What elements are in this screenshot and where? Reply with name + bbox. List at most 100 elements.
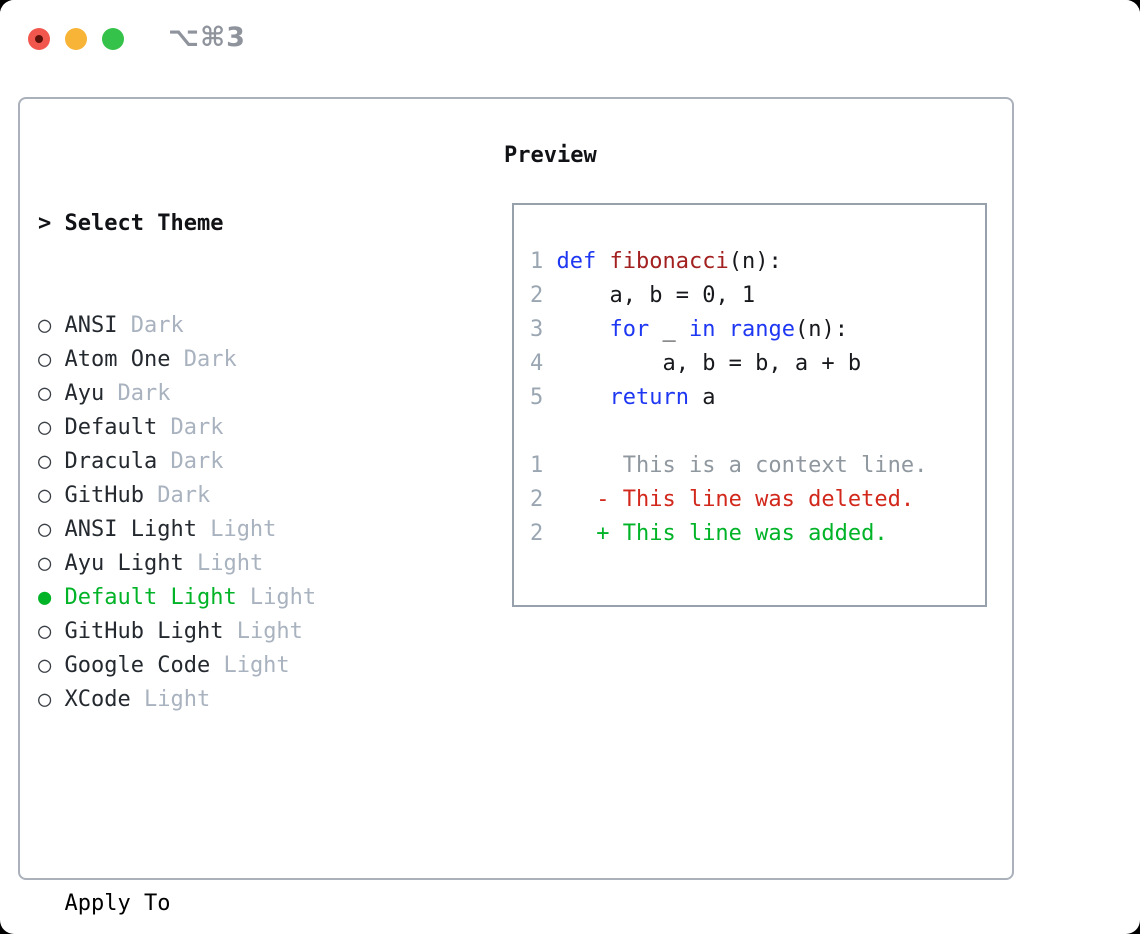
preview-code-line: 2 + This line was added. bbox=[530, 517, 927, 551]
code-segment-kw: for bbox=[609, 317, 650, 342]
theme-variant-tag: Dark bbox=[104, 381, 171, 406]
theme-name: Google Code bbox=[64, 653, 211, 678]
radio-unselected-icon: ○ bbox=[38, 619, 65, 644]
theme-variant-tag: Dark bbox=[157, 415, 224, 440]
theme-name: ANSI Light bbox=[64, 517, 197, 542]
theme-name: Ayu Light bbox=[64, 551, 184, 576]
apply-to-label: Apply To bbox=[64, 891, 171, 916]
code-segment-num: 2 bbox=[530, 283, 557, 308]
code-segment-plain: a bbox=[688, 385, 716, 410]
theme-name: GitHub bbox=[64, 483, 144, 508]
code-segment-plain: a, b = 0, 1 bbox=[556, 283, 756, 308]
preview-code-line: 5 return a bbox=[530, 381, 927, 415]
code-segment-plain bbox=[557, 385, 610, 410]
theme-option-default[interactable]: ○ Default Dark bbox=[38, 411, 409, 445]
code-segment-num: 3 bbox=[530, 317, 557, 342]
theme-name: XCode bbox=[64, 687, 131, 712]
theme-variant-tag: Light bbox=[223, 619, 303, 644]
radio-unselected-icon: ○ bbox=[38, 517, 65, 542]
theme-option-xcode[interactable]: ○ XCode Light bbox=[38, 683, 409, 717]
theme-variant-tag: Light bbox=[183, 551, 264, 576]
preview-code-line: 1 def fibonacci(n): bbox=[530, 245, 927, 279]
preview-code-line: 4 a, b = b, a + b bbox=[530, 347, 927, 381]
preview-code-line: 1 This is a context line. bbox=[530, 449, 927, 483]
theme-name: Default bbox=[64, 415, 158, 440]
code-segment-fn: fibonacci bbox=[609, 249, 729, 274]
focus-caret-icon: > bbox=[38, 211, 65, 236]
theme-name: Default Light bbox=[64, 585, 237, 610]
select-theme-header-label: Select Theme bbox=[64, 211, 224, 236]
theme-option-github-light[interactable]: ○ GitHub Light Light bbox=[38, 615, 409, 649]
code-segment-plain bbox=[715, 317, 728, 342]
preview-code-line: 2 a, b = 0, 1 bbox=[530, 279, 927, 313]
code-segment-del: - This line was deleted. bbox=[543, 487, 915, 512]
code-segment-plain: (n): bbox=[728, 249, 782, 274]
code-segment-kw: range bbox=[728, 317, 795, 342]
code-segment-plain bbox=[557, 317, 610, 342]
code-segment-num: 5 bbox=[530, 385, 557, 410]
theme-option-github[interactable]: ○ GitHub Dark bbox=[38, 479, 409, 513]
window-title-shortcut: ⌥⌘3 bbox=[168, 22, 246, 53]
radio-unselected-icon: ○ bbox=[38, 415, 65, 440]
theme-name: ANSI bbox=[64, 313, 118, 338]
code-segment-num: 4 bbox=[530, 351, 557, 376]
theme-option-ayu-light[interactable]: ○ Ayu Light Light bbox=[38, 547, 409, 581]
theme-variant-tag: Dark bbox=[170, 347, 237, 372]
code-segment-plain: _ bbox=[649, 317, 689, 342]
theme-name: Atom One bbox=[64, 347, 171, 372]
apply-to-header: Apply To bbox=[38, 887, 409, 921]
theme-option-default-light[interactable]: ● Default Light Light bbox=[38, 581, 409, 615]
code-segment-ctx: This is a context line. bbox=[543, 453, 928, 478]
close-button[interactable] bbox=[28, 28, 50, 50]
preview-code-line: 3 for _ in range(n): bbox=[530, 313, 927, 347]
theme-option-google-code[interactable]: ○ Google Code Light bbox=[38, 649, 409, 683]
code-segment-num: 2 bbox=[530, 487, 544, 512]
radio-unselected-icon: ○ bbox=[38, 381, 65, 406]
code-segment-num: 2 bbox=[530, 521, 544, 546]
theme-name: GitHub Light bbox=[64, 619, 224, 644]
radio-unselected-icon: ○ bbox=[38, 347, 65, 372]
theme-list: ○ ANSI Dark○ Atom One Dark○ Ayu Dark○ De… bbox=[38, 309, 409, 717]
theme-variant-tag: Light bbox=[236, 585, 317, 610]
select-theme-header: > Select Theme bbox=[38, 207, 409, 241]
code-segment-plain: (n): bbox=[794, 317, 848, 342]
theme-variant-tag: Dark bbox=[143, 483, 211, 508]
code-segment-kw: return bbox=[609, 385, 689, 410]
code-segment-plain: a, b = b, a + b bbox=[556, 351, 862, 376]
theme-name: Dracula bbox=[64, 449, 158, 474]
theme-variant-tag: Dark bbox=[117, 313, 184, 338]
radio-selected-icon: ● bbox=[38, 585, 65, 610]
code-segment-add: + This line was added. bbox=[543, 521, 888, 546]
radio-unselected-icon: ○ bbox=[38, 313, 65, 338]
minimize-button[interactable] bbox=[65, 28, 87, 50]
theme-option-atom-one[interactable]: ○ Atom One Dark bbox=[38, 343, 409, 377]
theme-variant-tag: Light bbox=[210, 653, 290, 678]
preview-code-line bbox=[530, 415, 927, 449]
radio-unselected-icon: ○ bbox=[38, 449, 65, 474]
radio-unselected-icon: ○ bbox=[38, 551, 65, 576]
theme-variant-tag: Dark bbox=[157, 449, 224, 474]
theme-variant-tag: Light bbox=[130, 687, 211, 712]
spacer bbox=[38, 785, 409, 819]
theme-option-ayu[interactable]: ○ Ayu Dark bbox=[38, 377, 409, 411]
radio-unselected-icon: ○ bbox=[38, 653, 65, 678]
preview-header: Preview bbox=[504, 143, 597, 168]
theme-picker-panel: > Select Theme ○ ANSI Dark○ Atom One Dar… bbox=[18, 97, 1014, 916]
theme-name: Ayu bbox=[64, 381, 105, 406]
theme-variant-tag: Light bbox=[196, 517, 277, 542]
close-button-dot-icon bbox=[35, 35, 43, 43]
code-segment-num: 1 bbox=[530, 453, 544, 478]
code-segment-num: 1 bbox=[530, 249, 557, 274]
radio-unselected-icon: ○ bbox=[38, 483, 65, 508]
theme-option-ansi[interactable]: ○ ANSI Dark bbox=[38, 309, 409, 343]
code-segment-kw: in bbox=[688, 317, 716, 342]
radio-unselected-icon: ○ bbox=[38, 687, 65, 712]
theme-option-dracula[interactable]: ○ Dracula Dark bbox=[38, 445, 409, 479]
code-segment-plain bbox=[596, 249, 609, 274]
theme-selector-column: > Select Theme ○ ANSI Dark○ Atom One Dar… bbox=[38, 139, 409, 934]
theme-option-ansi-light[interactable]: ○ ANSI Light Light bbox=[38, 513, 409, 547]
zoom-button[interactable] bbox=[102, 28, 124, 50]
preview-code-line: 2 - This line was deleted. bbox=[530, 483, 927, 517]
